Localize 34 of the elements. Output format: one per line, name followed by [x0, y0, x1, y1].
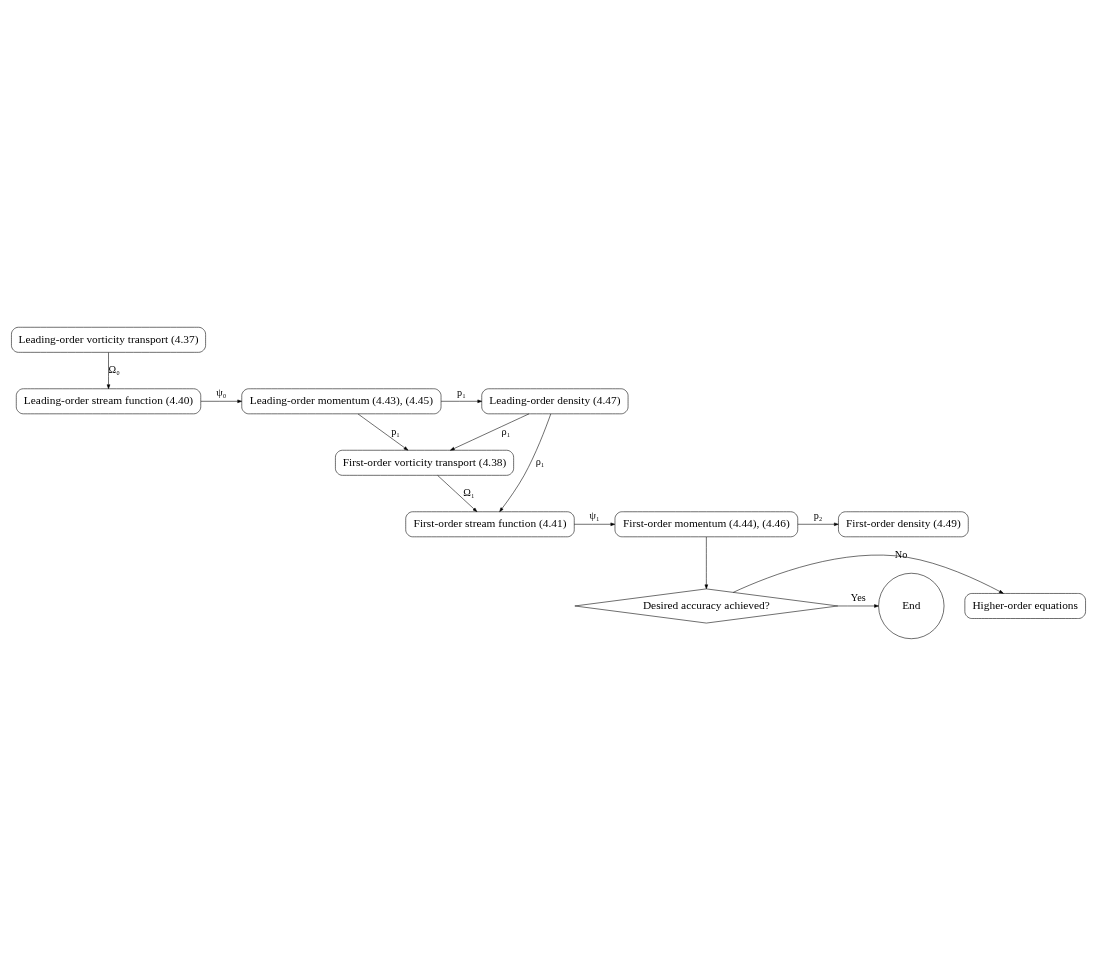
node-box: Leading-order density (4.47)	[481, 388, 629, 414]
arrow	[837, 603, 879, 608]
edge-label: Ω₀	[108, 363, 120, 375]
arrow	[440, 399, 483, 403]
edge-label: Ω₁	[463, 486, 475, 498]
node-box: Higher-order equations	[964, 592, 1086, 619]
edge-label: Yes	[850, 591, 866, 603]
node-box: First-order vorticity transport (4.38)	[335, 449, 514, 476]
edge-label: ρ₁	[535, 455, 545, 467]
edge-label: ρ₁	[501, 425, 511, 437]
arrow	[437, 474, 478, 512]
node-circle: End	[878, 572, 945, 639]
arrow	[574, 522, 616, 526]
edge-label: p₁	[391, 425, 400, 437]
arrow	[797, 522, 839, 526]
node-box: Leading-order stream function (4.40)	[16, 388, 202, 414]
arrow	[450, 413, 530, 451]
edge-label: ψ₀	[216, 386, 227, 398]
node-box: First-order stream function (4.41)	[405, 510, 575, 537]
node-box: First-order momentum (4.44), (4.46)	[614, 510, 799, 537]
edge-label: No	[894, 548, 908, 560]
node-box: Leading-order vorticity transport (4.37)	[11, 326, 206, 353]
arrow	[732, 554, 1004, 594]
edge-label: p₁	[457, 386, 466, 398]
arrow	[357, 413, 409, 450]
node-box: First-order density (4.49)	[838, 510, 969, 537]
edge-label: ψ₁	[589, 509, 600, 521]
edge-label: p₂	[813, 509, 823, 521]
node-box: Leading-order momentum (4.43), (4.45)	[241, 388, 442, 414]
arrow	[499, 413, 552, 512]
arrow	[200, 399, 242, 403]
arrow	[704, 536, 709, 589]
node-diamond: Desired accuracy achieved?	[574, 588, 839, 623]
arrow	[106, 351, 111, 389]
